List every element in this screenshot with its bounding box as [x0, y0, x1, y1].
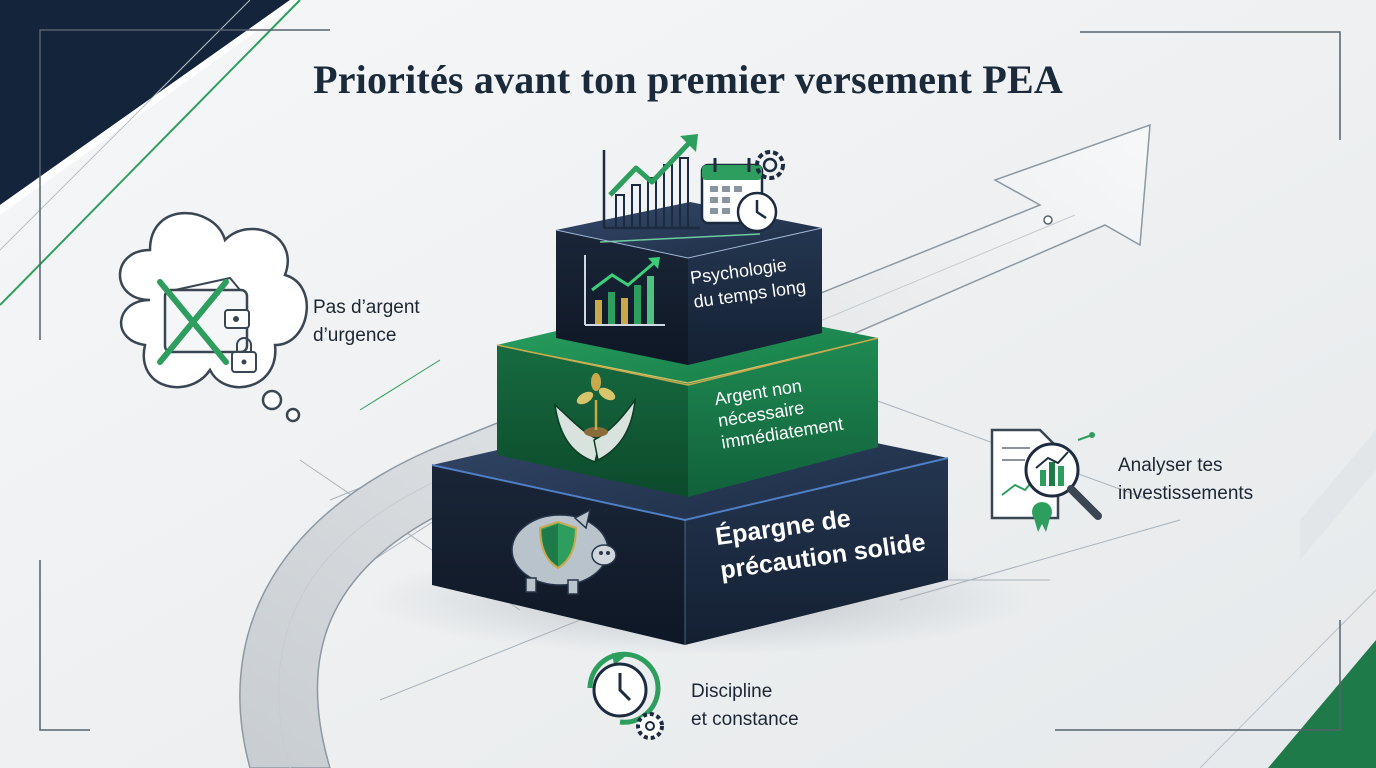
callout-right-label: Analyser tes investissements — [1118, 452, 1253, 508]
gear-icon — [755, 150, 785, 180]
rising-chart-icon — [602, 134, 700, 230]
corner-accent-bottom-right — [1199, 430, 1376, 768]
frame-lines — [39, 29, 1341, 731]
callout-left-line-1: Pas d’argent — [313, 297, 420, 318]
clock-gear-icon — [587, 651, 664, 740]
plant-hands-icon — [553, 373, 637, 463]
callout-bottom-line-2: et constance — [691, 709, 799, 730]
growth-chart-icon — [584, 255, 665, 326]
crossed-wallet-icon — [157, 276, 257, 373]
calendar-clock-icon — [700, 158, 778, 233]
magnifier-report-icon — [990, 428, 1102, 532]
corner-accent-top-left — [0, 0, 301, 306]
growth-arrow — [239, 123, 1151, 768]
callout-right-line-1: Analyser tes — [1118, 455, 1223, 476]
callout-left-line-2: d’urgence — [313, 325, 397, 346]
page-title: Priorités avant ton premier versement PE… — [313, 57, 1063, 102]
callout-left-label: Pas d’argent d’urgence — [313, 294, 420, 350]
callout-right-line-2: investissements — [1118, 483, 1254, 504]
callout-bottom-label: Discipline et constance — [691, 678, 799, 734]
callout-bottom-line-1: Discipline — [691, 681, 773, 702]
piggy-bank-shield-icon — [511, 508, 617, 595]
